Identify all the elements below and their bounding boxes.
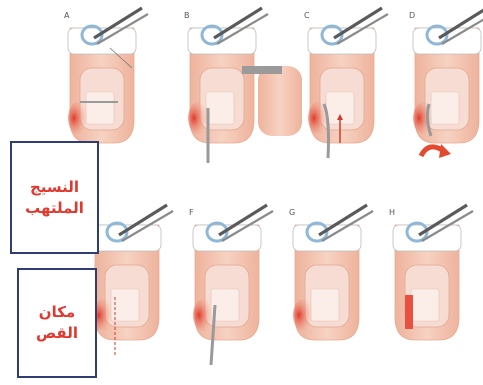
inset-instrument xyxy=(242,66,282,74)
nail-highlight xyxy=(411,289,439,321)
inflamed-area xyxy=(68,102,88,134)
nail-highlight xyxy=(311,289,339,321)
panel-letter-h: H xyxy=(389,208,395,217)
inset-finger xyxy=(258,66,302,136)
panel-h: H xyxy=(389,205,473,340)
inflamed-area xyxy=(293,299,313,331)
panel-letter-d: D xyxy=(409,11,415,20)
panel-d: D xyxy=(409,8,483,158)
panel-letter-b: B xyxy=(184,11,190,20)
inflamed-area xyxy=(193,299,213,331)
nail-highlight xyxy=(86,92,114,124)
panel-e: E xyxy=(89,205,173,355)
panel-letter-f: F xyxy=(189,208,194,217)
panel-a: A xyxy=(64,8,148,143)
panel-letter-a: A xyxy=(64,11,70,20)
rotation-arrowhead xyxy=(439,144,451,158)
panel-f: F xyxy=(189,205,273,365)
panel-letter-c: C xyxy=(304,11,310,20)
inflamed-area xyxy=(188,102,208,134)
panel-c: C xyxy=(304,8,388,158)
nail-highlight xyxy=(206,92,234,124)
wedge-site xyxy=(405,295,413,329)
panel-b: B xyxy=(184,8,302,163)
panel-g: G xyxy=(289,205,373,340)
nail-highlight xyxy=(431,92,459,124)
panel-letter-g: G xyxy=(289,208,295,217)
